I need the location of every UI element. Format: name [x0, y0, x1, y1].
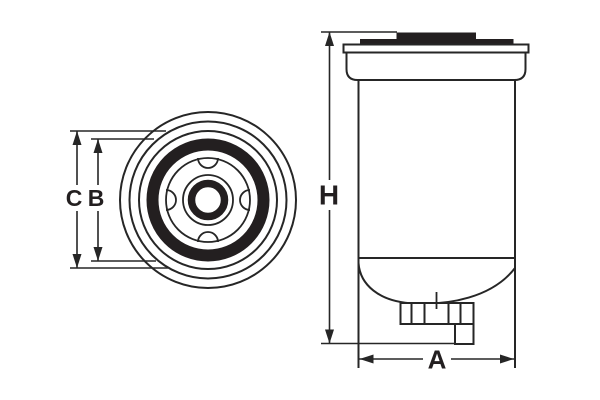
cap-top-strip — [396, 32, 476, 40]
filter-top-view — [119, 111, 297, 289]
dim-B-arrow-down — [93, 247, 103, 261]
gasket-outer-circle — [138, 130, 278, 270]
dim-C-arrow-up — [72, 131, 82, 145]
inlet-hole-right — [239, 189, 251, 211]
dim-A-arrow-left — [359, 354, 374, 364]
inlet-hole-left — [165, 189, 177, 211]
dimension-B: B — [88, 138, 156, 262]
shoulder — [345, 51, 527, 81]
filter-side-view — [342, 32, 530, 368]
dim-H-arrow-up — [325, 32, 334, 46]
thread-boss-circle — [182, 174, 234, 226]
dim-A-label: A — [428, 345, 447, 375]
outer-seam-circle — [119, 111, 297, 289]
dim-H-arrow-down — [325, 329, 334, 344]
inlet-hole-bottom — [197, 231, 219, 243]
second-seam-circle — [128, 120, 288, 280]
dim-C-label: C — [66, 185, 83, 211]
dim-C-arrow-down — [72, 254, 82, 268]
gasket-ring — [146, 138, 270, 262]
baseplate-circle — [165, 157, 251, 243]
center-thread-ring — [187, 179, 229, 221]
flange — [342, 43, 530, 54]
inlet-hole-top — [197, 157, 219, 169]
dimension-A: A — [359, 345, 514, 375]
dimension-H: H — [319, 31, 455, 345]
cap-lower-strip — [360, 39, 514, 45]
dim-B-label: B — [88, 185, 105, 211]
dim-A-arrow-right — [500, 354, 514, 364]
dimension-C: C — [66, 130, 168, 269]
dim-H-label: H — [319, 180, 339, 211]
outlet-fitting — [454, 323, 475, 345]
dim-B-arrow-up — [93, 139, 103, 153]
